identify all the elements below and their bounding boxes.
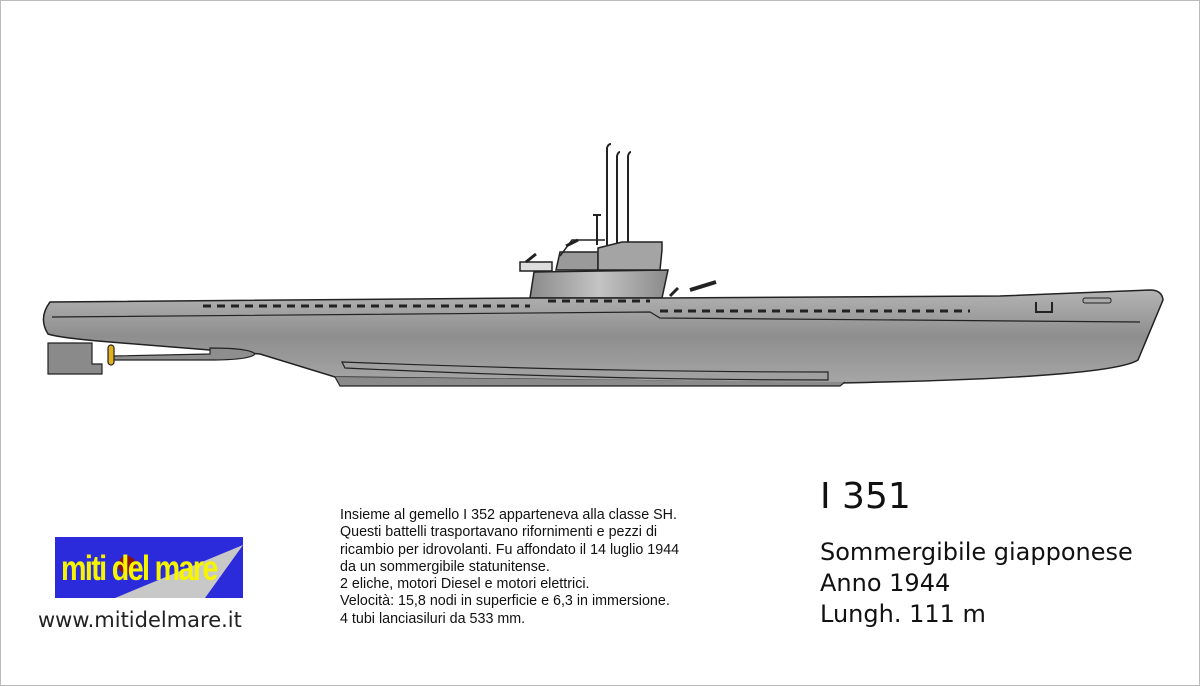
description-line: Velocità: 15,8 nodi in superficie e 6,3 … — [340, 593, 670, 610]
description-line: 2 eliche, motori Diesel e motori elettri… — [340, 576, 590, 593]
vessel-length: Lungh. 111 m — [820, 600, 986, 628]
description-line: da un sommergibile statunitense. — [340, 558, 550, 575]
propeller-icon — [107, 344, 115, 366]
website-link[interactable]: www.mitidelmare.it — [38, 608, 242, 632]
logo-text: miti del mare — [61, 549, 218, 588]
deck-lines — [51, 299, 1141, 323]
stern-assembly — [47, 342, 256, 375]
vessel-year: Anno 1944 — [820, 569, 951, 597]
bilge-keel — [341, 361, 829, 381]
bow-anchor — [1035, 302, 1053, 313]
hull — [42, 289, 1164, 384]
bow-hatch — [1082, 297, 1112, 304]
periscopes — [593, 143, 632, 245]
description-line: ricambio per idrovolanti. Fu affondato i… — [340, 541, 680, 558]
description-line: 4 tubi lanciasiluri da 533 mm. — [340, 610, 526, 627]
vessel-type: Sommergibile giapponese — [820, 538, 1133, 566]
description-line: Questi battelli trasportavano rifornimen… — [340, 524, 658, 541]
vessel-info: Sommergibile giapponese Anno 1944 Lungh.… — [820, 537, 1133, 630]
vessel-name: I 351 — [820, 476, 911, 517]
conning-tower — [519, 238, 717, 299]
description: Insieme al gemello I 352 apparteneva all… — [340, 507, 679, 628]
description-line: Insieme al gemello I 352 apparteneva all… — [340, 507, 677, 523]
keel — [334, 376, 846, 387]
logo-wave-icon — [115, 545, 243, 598]
logo: miti del mare — [55, 537, 243, 598]
